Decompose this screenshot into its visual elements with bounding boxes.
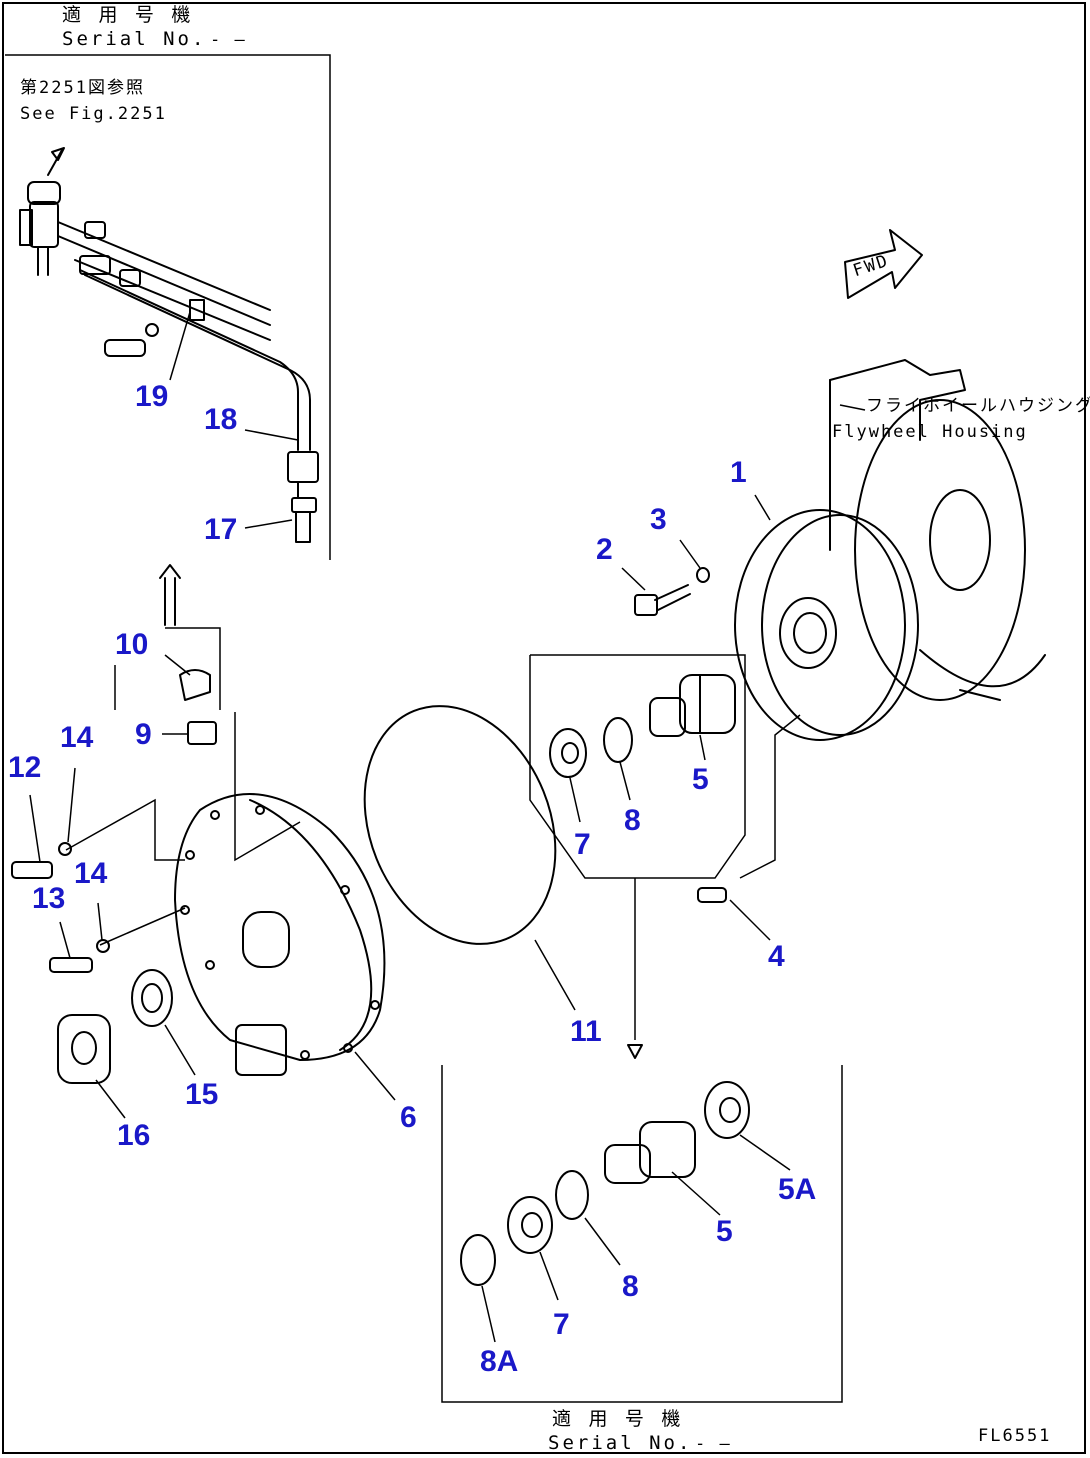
part-10-cap [179, 669, 211, 701]
part-label-2: 2 [596, 533, 613, 566]
part-label-15: 15 [185, 1078, 219, 1111]
up-arrow-icon [114, 564, 221, 710]
part-7-damper [549, 728, 587, 778]
part-label-3: 3 [650, 503, 667, 536]
part-label-14-alt: 14 [74, 857, 108, 890]
part-label-8a: 8A [480, 1345, 519, 1378]
inset-bottom-box [441, 1065, 843, 1403]
part-label-9: 9 [135, 718, 152, 751]
part-label-14: 14 [60, 721, 94, 754]
part-label-7: 7 [574, 828, 591, 861]
part-6-cover [174, 793, 386, 1076]
part-label-1: 1 [730, 456, 747, 489]
part-label-18: 18 [204, 403, 238, 436]
part-4-bolt [697, 887, 727, 903]
inset-center-box [529, 654, 746, 1059]
part-8-snap-ring-alt [555, 1170, 589, 1220]
part-8a-snap-ring [460, 1234, 496, 1286]
inset-ref-jp: 第2251図参照 [20, 78, 145, 98]
flywheel-label-en: Flywheel Housing [832, 422, 1028, 442]
part-label-8-alt: 8 [622, 1270, 639, 1303]
part-label-5-alt: 5 [716, 1215, 733, 1248]
bottom-serial-range: - — [695, 1434, 732, 1454]
part-9-plug [187, 721, 217, 745]
part-label-17: 17 [204, 513, 238, 546]
fwd-arrow-icon [844, 229, 923, 299]
part-1-adapter [734, 509, 919, 741]
inset-top-box [5, 54, 331, 560]
part-label-10: 10 [115, 628, 149, 661]
figure-code: FL6551 [978, 1426, 1052, 1446]
bottom-serial-en: Serial No. [548, 1432, 693, 1454]
part-5-coupling [649, 674, 736, 737]
part-label-7-alt: 7 [553, 1308, 570, 1341]
part-label-19: 19 [135, 380, 169, 413]
part-2-bolt [634, 567, 710, 616]
part-13-bolt [49, 957, 93, 973]
header-serial-range: - — [210, 30, 247, 50]
part-label-4: 4 [768, 940, 785, 973]
part-label-5: 5 [692, 763, 709, 796]
part-label-13: 13 [32, 882, 66, 915]
part-11-o-ring [363, 705, 557, 945]
inset-ref-en: See Fig.2251 [20, 104, 167, 124]
part-16-cover [57, 1014, 111, 1084]
part-label-5a: 5A [778, 1173, 817, 1206]
part-5-coupling-alt [604, 1121, 696, 1184]
part-5a-damper [704, 1081, 750, 1139]
flywheel-label-jp: フライホイールハウジング [866, 396, 1090, 416]
oil-pipe-assembly [19, 147, 319, 543]
part-8-snap-ring [603, 717, 633, 763]
header-serial-en: Serial No. [62, 28, 207, 50]
part-label-16: 16 [117, 1119, 151, 1152]
bottom-serial-jp: 適 用 号 機 [552, 1408, 684, 1430]
part-7-damper-alt [507, 1196, 553, 1254]
part-15-seal [131, 969, 173, 1027]
part-label-6: 6 [400, 1101, 417, 1134]
flywheel-housing [829, 359, 1046, 701]
part-label-12: 12 [8, 751, 42, 784]
header-serial-jp: 適 用 号 機 [62, 4, 194, 26]
part-label-8: 8 [624, 804, 641, 837]
part-12-bolt [11, 861, 53, 879]
part-label-11: 11 [570, 1015, 602, 1048]
